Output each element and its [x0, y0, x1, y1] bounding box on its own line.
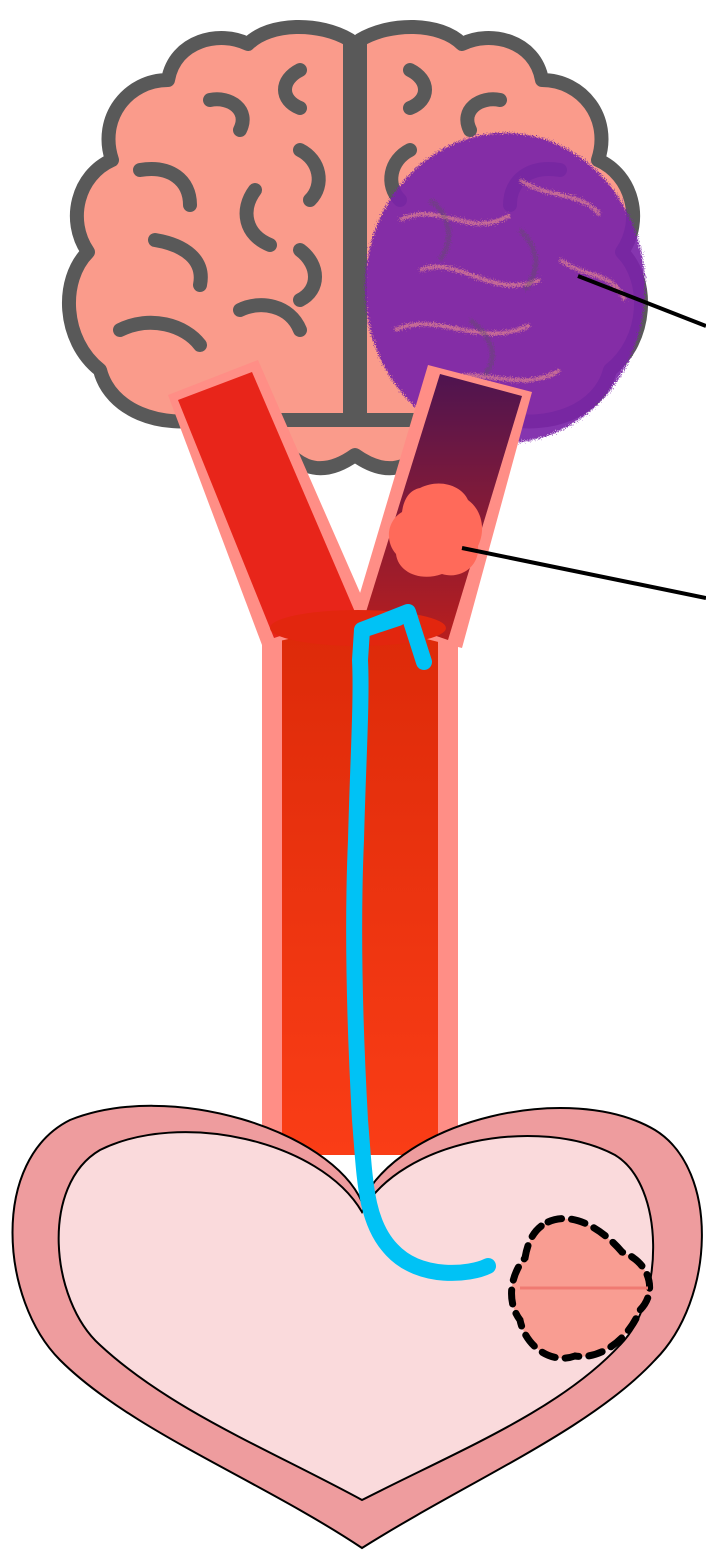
embolus-pointer-line	[462, 548, 706, 598]
brain-left-hemisphere	[69, 27, 350, 435]
